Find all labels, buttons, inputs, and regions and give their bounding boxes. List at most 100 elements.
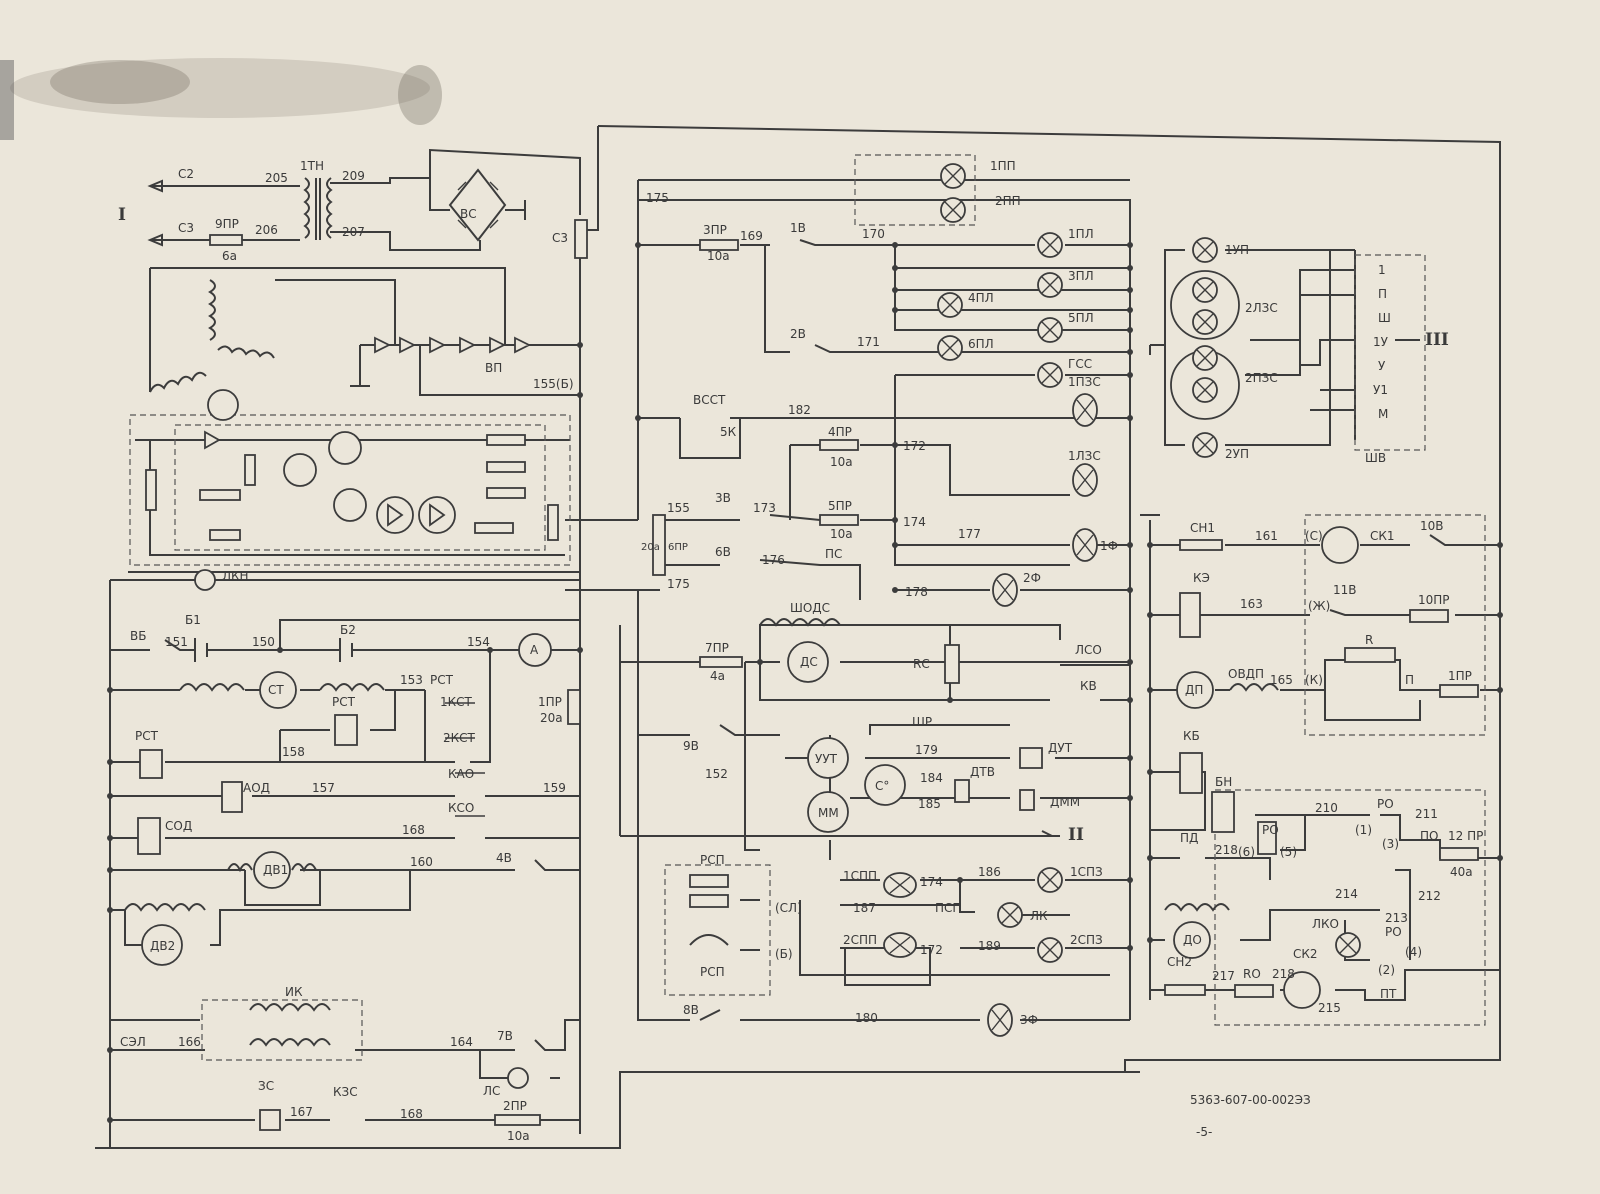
- sensor-dtv: [954, 779, 970, 803]
- relay-rst: [334, 714, 358, 746]
- label: ВБ: [130, 629, 146, 643]
- label: 1Ф: [1100, 539, 1118, 553]
- label: 174: [903, 515, 926, 529]
- label: ММ: [818, 806, 839, 820]
- relay-aod: [221, 781, 243, 813]
- arrow-icon: [147, 179, 163, 247]
- label: РО: [1385, 925, 1402, 939]
- label: ДММ: [1050, 795, 1080, 809]
- label: ГСС: [1068, 357, 1092, 371]
- label: РСП: [700, 853, 725, 867]
- label: 206: [255, 223, 278, 237]
- label: 186: [978, 865, 1001, 879]
- label: 175: [646, 191, 669, 205]
- label: 2ЛЗС: [1245, 301, 1278, 315]
- label: 10ПР: [1418, 593, 1450, 607]
- lamp-lkn-icon: [194, 569, 216, 591]
- relay-ro: [1257, 821, 1277, 855]
- lamp-2lzs-2pzs: [1170, 270, 1240, 420]
- lamp-ls-icon: [507, 1067, 529, 1089]
- label: 8В: [683, 1003, 699, 1017]
- roman-numeral-i: I: [118, 205, 126, 225]
- label: 5ПР: [828, 499, 852, 513]
- horn-zs: [259, 1109, 281, 1131]
- label: РСП: [700, 965, 725, 979]
- label: СОД: [165, 819, 192, 833]
- fuse-2pr: [494, 1114, 541, 1126]
- label: КЭ: [1193, 571, 1210, 585]
- label: 3В: [715, 491, 731, 505]
- label: РСТ: [135, 729, 159, 743]
- label: 4В: [496, 851, 512, 865]
- resistor-rs: [944, 644, 960, 684]
- label: 168: [400, 1107, 423, 1121]
- label: 4ПР: [828, 425, 852, 439]
- text-labels: I II III 5363-607-00-002ЭЗ -5- С2 С3 С3 …: [118, 159, 1483, 1143]
- relay-kb: [1179, 752, 1203, 794]
- label: 20а: [540, 711, 563, 725]
- label: ОВДП: [1228, 667, 1264, 681]
- label: 154: [467, 635, 490, 649]
- label: 150: [252, 635, 275, 649]
- label: Б2: [340, 623, 356, 637]
- label: 217: [1212, 969, 1235, 983]
- label: ПСП: [935, 901, 961, 915]
- page-number: -5-: [1196, 1125, 1212, 1139]
- label: КСО: [448, 801, 474, 815]
- starter-st: [259, 671, 297, 709]
- label: БН: [1215, 775, 1232, 789]
- label: КАО: [448, 767, 474, 781]
- relay-sod: [137, 817, 161, 855]
- label: 1ПП: [990, 159, 1016, 173]
- label: 210: [1315, 801, 1338, 815]
- label: АОД: [243, 781, 270, 795]
- components: [95, 163, 1479, 1149]
- label: 1ТН: [300, 159, 324, 173]
- label: 172: [903, 439, 926, 453]
- label: 167: [290, 1105, 313, 1119]
- label: Ш: [1378, 311, 1391, 325]
- label: (Ж): [1308, 599, 1330, 613]
- junction-dots: [107, 242, 1503, 1123]
- label: СН1: [1190, 521, 1215, 535]
- label: 185: [918, 797, 941, 811]
- relay-bn: [1211, 791, 1235, 833]
- rectifier-bridge-vs: [448, 168, 507, 242]
- label: 7В: [497, 1029, 513, 1043]
- label: ПО: [1420, 829, 1438, 843]
- ground-terminals: [95, 200, 1160, 1149]
- generator-g-icon: [207, 389, 239, 421]
- label: ЛС: [483, 1084, 500, 1098]
- label: 214: [1335, 887, 1358, 901]
- label: 10а: [507, 1129, 530, 1143]
- label: (К): [1305, 673, 1323, 687]
- label: ВС: [460, 207, 477, 221]
- label: 1КСТ: [440, 695, 473, 709]
- label: ИК: [285, 985, 303, 999]
- fuse-5pr: [819, 514, 859, 526]
- label: РСТ: [430, 673, 454, 687]
- label: СЭЛ: [120, 1035, 146, 1049]
- label: 1ЛЗС: [1068, 449, 1101, 463]
- label: 164: [450, 1035, 473, 1049]
- label: 211: [1415, 807, 1438, 821]
- label: С°: [875, 779, 889, 793]
- label: 166: [178, 1035, 201, 1049]
- label: 2ПЗС: [1245, 371, 1278, 385]
- label: 151: [165, 635, 188, 649]
- sensor-dmm: [1019, 789, 1035, 811]
- lamp-group: [883, 163, 1361, 1037]
- label: 20а: [641, 542, 660, 553]
- label: ВССТ: [693, 393, 726, 407]
- label: 10В: [1420, 519, 1444, 533]
- motor-dv1: [253, 851, 291, 889]
- label: 6ПЛ: [968, 337, 994, 351]
- label: С3: [552, 231, 568, 245]
- diode-chain-vp: [374, 336, 532, 354]
- label: СТ: [268, 683, 284, 697]
- label: (3): [1382, 837, 1399, 851]
- label: С2: [178, 167, 194, 181]
- label: 1ПР: [1448, 669, 1472, 683]
- label: 152: [705, 767, 728, 781]
- label: 175: [667, 577, 690, 591]
